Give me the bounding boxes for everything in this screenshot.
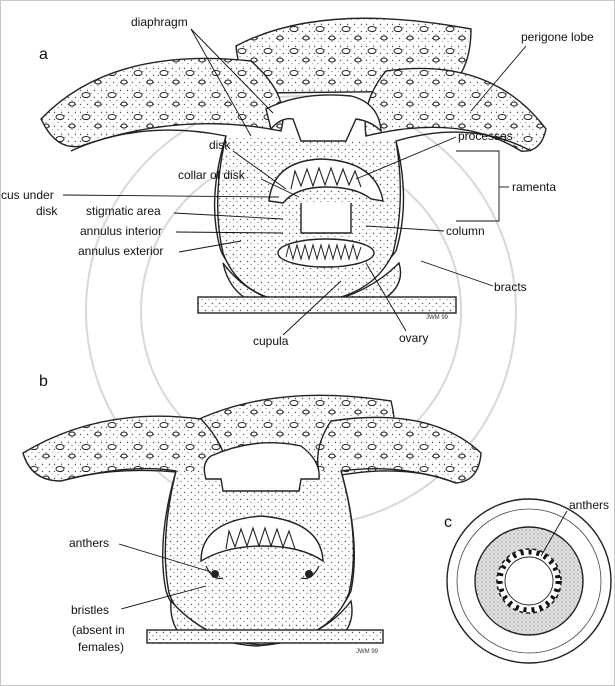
signature-b: JWM 99	[356, 649, 379, 655]
label-diaphragm: diaphragm	[131, 15, 188, 29]
label-disk: disk	[209, 138, 231, 152]
panel-a-drawing: JWM 99	[41, 18, 546, 321]
label-sulcus-under-disk-2: disk	[36, 204, 58, 218]
ramenta-bracket	[456, 151, 499, 221]
label-column: column	[446, 224, 485, 238]
panel-label-b: b	[39, 373, 48, 390]
label-anthers-b: anthers	[69, 536, 109, 550]
label-ramenta: ramenta	[512, 180, 556, 194]
label-annulus-exterior: annulus exterior	[78, 244, 163, 258]
leader-bracts	[421, 261, 493, 286]
label-sulcus-under-disk-1: cus under	[1, 188, 54, 202]
panel-label-c: c	[444, 514, 452, 531]
panel-c-drawing	[447, 499, 611, 663]
label-processes: processes	[458, 129, 513, 143]
label-anthers-c: anthers	[569, 498, 609, 512]
signature-a: JWM 99	[426, 315, 449, 321]
label-bracts: bracts	[494, 280, 527, 294]
label-collar-of-disk: collar of disk	[178, 168, 246, 182]
label-annulus-interior: annulus interior	[80, 224, 162, 238]
label-stigmatic-area: stigmatic area	[86, 204, 161, 218]
label-bristles: bristles	[71, 603, 109, 617]
label-perigone-lobe: perigone lobe	[521, 30, 594, 44]
label-absent-note-2: females)	[78, 640, 124, 654]
panel-label-a: a	[39, 46, 48, 63]
label-ovary: ovary	[399, 331, 428, 345]
label-absent-note-1: (absent in	[72, 623, 125, 637]
label-cupula: cupula	[253, 334, 289, 348]
